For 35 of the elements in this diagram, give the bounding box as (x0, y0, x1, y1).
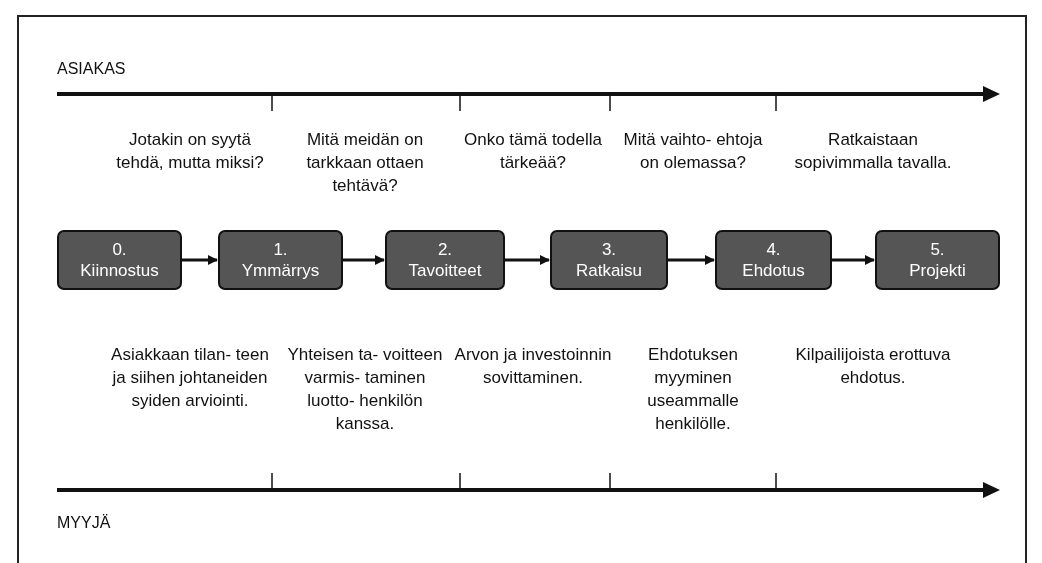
stage-number: 4. (766, 239, 781, 260)
description-text: Ehdotuksen myyminen useammalle henkilölle. (646, 344, 740, 435)
question-text: Mitä meidän on tarkkaan ottaen tehtävä? (305, 129, 425, 197)
stage-number: 0. (112, 239, 127, 260)
stage-title: Kiinnostus (80, 260, 159, 281)
question-text: Onko tämä todella tärkeää? (463, 129, 603, 174)
description-text: Yhteisen ta- voitteen varmis- taminen luotto- henkilön kanssa. (286, 344, 444, 435)
stage-box (385, 230, 505, 290)
stage-number: 5. (930, 239, 945, 260)
arrow (343, 255, 385, 265)
stage-number: 1. (273, 239, 288, 260)
stage-box (875, 230, 1000, 290)
question-text: Jotakin on syytä tehdä, mutta miksi? (115, 129, 265, 174)
stage-box (57, 230, 182, 290)
stage-number: 3. (601, 239, 617, 260)
description-text: Kilpailijoista erottuva ehdotus. (794, 344, 952, 389)
axis-label: MYYJÄ (57, 514, 111, 532)
axis-label: ASIAKAS (57, 60, 126, 78)
description-text: Asiakkaan tilan- teen ja siihen johtaneiden syiden arviointi. (110, 344, 270, 412)
stage-title: Ratkaisu (575, 260, 643, 281)
stage-title: Ymmärrys (241, 260, 320, 281)
arrow (668, 255, 715, 265)
question-text: Mitä vaihto- ehtoja on olemassa? (622, 129, 764, 174)
arrow (182, 255, 218, 265)
arrow (832, 255, 875, 265)
stage-title: Ehdotus (742, 260, 805, 281)
stage-title: Tavoitteet (408, 260, 482, 281)
stage-number: 2. (437, 239, 453, 260)
stage-box (715, 230, 832, 290)
stage-title: Projekti (909, 260, 966, 281)
question-text: Ratkaistaan sopivimmalla tavalla. (793, 129, 953, 174)
stage-box (218, 230, 343, 290)
stage-box (550, 230, 668, 290)
arrow (505, 255, 550, 265)
description-text: Arvon ja investoinnin sovittaminen. (453, 344, 613, 389)
